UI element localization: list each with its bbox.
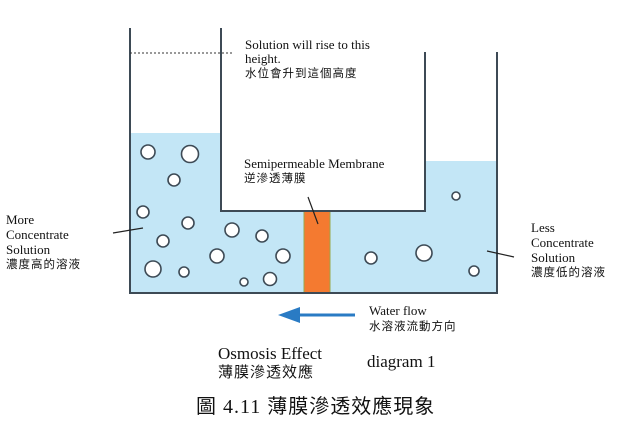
solute-particle [181,216,195,230]
solute-particle [364,251,378,265]
water-flow-label-zh: 水溶液流動方向 [369,319,457,333]
water-flow-label-en: Water flow [369,303,427,318]
less-label-3: Solution [531,250,576,265]
solute-particle [167,173,181,187]
rise-label-en-1: Solution will rise to this [245,37,370,52]
solute-particle [140,144,156,160]
solute-particle [451,191,461,201]
inner-tube [220,28,426,212]
more-label-2: Concentrate [6,227,69,242]
less-label-zh: 濃度低的溶液 [531,265,606,279]
solute-particles [136,144,480,287]
solute-particle [255,229,269,243]
less-label-2: Concentrate [531,235,594,250]
membrane-label-en: Semipermeable Membrane [244,156,385,171]
rise-label-zh: 水位會升到這個高度 [245,66,358,80]
membrane-label-zh: 逆滲透薄膜 [244,171,307,185]
osmosis-title-zh: 薄膜滲透效應 [218,363,315,381]
solute-particle [239,277,249,287]
diagram-number: diagram 1 [367,352,436,371]
more-label-1: More [6,212,35,227]
membrane-pointer [307,196,319,225]
less-label-1: Less [531,220,555,235]
more-label-zh: 濃度高的溶液 [6,257,81,271]
solute-particle [180,144,200,164]
membrane [303,210,331,294]
solute-particle [156,234,170,248]
more-label-3: Solution [6,242,51,257]
rise-label-en-2: height. [245,51,281,66]
solute-particle [275,248,291,264]
solute-particle [144,260,162,278]
container-outline [129,28,498,294]
water-flow-arrow [278,307,355,323]
solute-particle [415,244,433,262]
solute-particle [224,222,240,238]
solute-particle [136,205,150,219]
solute-particle [468,265,480,277]
solute-particle [262,271,278,287]
osmosis-title-en: Osmosis Effect [218,344,323,363]
figure-caption: 圖 4.11 薄膜滲透效應現象 [196,396,436,418]
solute-particle [178,266,190,278]
less-pointer [486,250,515,258]
more-pointer [112,227,144,234]
solute-particle [209,248,225,264]
